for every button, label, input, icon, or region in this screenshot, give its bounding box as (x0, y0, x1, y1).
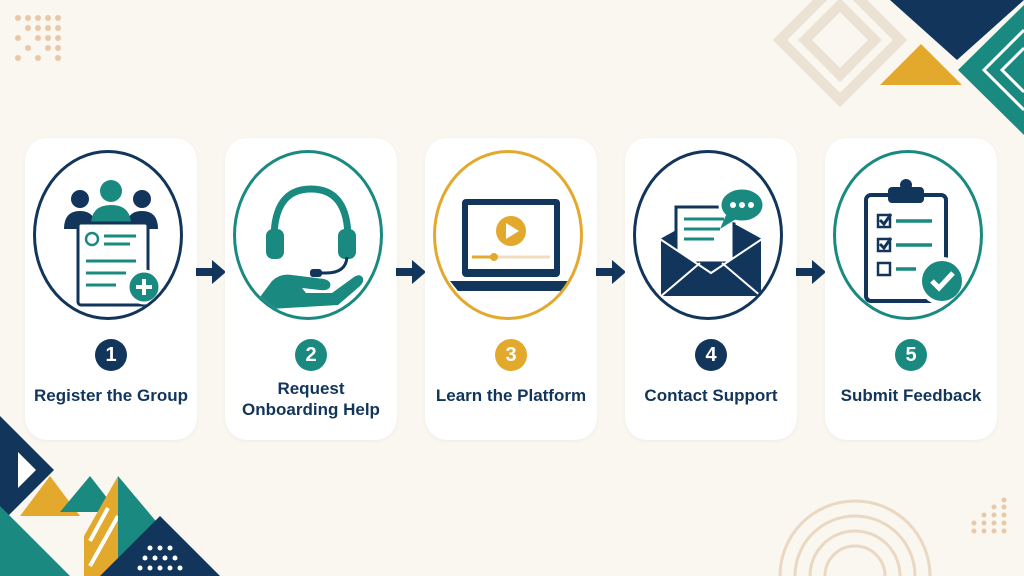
step-card-1: 1 Register the Group (25, 138, 197, 440)
headset-hand-icon (260, 185, 364, 309)
dot-pattern-top-left (15, 15, 61, 61)
arrow-right-icon (596, 260, 626, 284)
icon-circle-2 (233, 150, 383, 320)
arc-pattern-bottom-right (778, 497, 1007, 576)
step-card-2: 2 Request Onboarding Help (225, 138, 397, 440)
envelope-chat-icon (659, 186, 766, 298)
step-card-4: 4 Contact Support (625, 138, 797, 440)
icon-circle-4 (633, 150, 783, 320)
step-card-3: 3 Learn the Platform (425, 138, 597, 440)
register-group-icon (64, 180, 162, 307)
geometric-corner-top-right (772, 0, 1024, 135)
arrow-right-icon (396, 260, 426, 284)
step-label-5: Submit Feedback (840, 386, 982, 405)
step-label-1: Register the Group (34, 386, 188, 405)
clipboard-check-icon (864, 179, 966, 305)
arrow-right-icon (796, 260, 826, 284)
step-number-2: 2 (295, 339, 327, 371)
laptop-video-icon (450, 199, 572, 291)
geometric-corner-bottom-left (0, 416, 220, 576)
step-label-4: Contact Support (644, 386, 778, 405)
arrow-right-icon (196, 260, 226, 284)
step-number-5: 5 (895, 339, 927, 371)
icon-circle-5 (833, 150, 983, 320)
step-number-3: 3 (495, 339, 527, 371)
step-label-2: Request Onboarding Help (242, 379, 380, 419)
icon-circle-1 (33, 150, 183, 320)
step-card-5: 5 Submit Feedback (825, 138, 997, 440)
step-number-1: 1 (95, 339, 127, 371)
step-number-4: 4 (695, 339, 727, 371)
icon-circle-3 (433, 150, 583, 320)
step-label-3: Learn the Platform (435, 386, 587, 405)
